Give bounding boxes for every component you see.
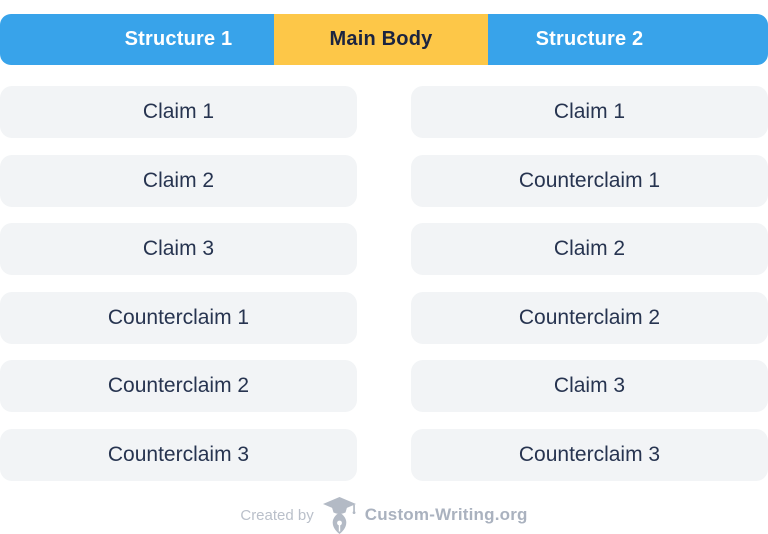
row-label: Claim 3	[142, 237, 215, 260]
structure-2-row-6: Counterclaim 3	[411, 428, 768, 481]
created-by-label: Created by	[240, 506, 314, 524]
row-label: Claim 1	[553, 100, 626, 123]
row-label: Claim 3	[553, 374, 626, 397]
row-label: Counterclaim 3	[107, 442, 250, 466]
row-label: Claim 1	[142, 100, 215, 123]
structure-1-row-4: Counterclaim 1	[0, 291, 357, 344]
structure-2-header-label: Structure 2	[535, 28, 644, 50]
row-label: Counterclaim 3	[518, 442, 661, 466]
structure-1-row-6: Counterclaim 3	[0, 428, 357, 481]
structure-1-row-2: Claim 2	[0, 154, 357, 207]
structure-2-row-3: Claim 2	[411, 223, 768, 275]
structure-2-row-4: Counterclaim 2	[411, 291, 768, 344]
graduation-cap-pen-icon	[322, 496, 356, 534]
row-label: Counterclaim 2	[518, 305, 661, 329]
row-label: Counterclaim 1	[107, 305, 250, 329]
row-label: Claim 2	[553, 237, 626, 260]
brand-label: Custom-Writing.org	[364, 505, 528, 524]
main-body-header-label: Main Body	[329, 28, 433, 50]
header-bar: Structure 1 Main Body Structure 2	[0, 14, 768, 65]
row-label: Counterclaim 2	[107, 374, 250, 397]
structure-1-column: Claim 1 Claim 2 Claim 3 Counterclaim 1 C…	[0, 86, 357, 481]
structure-2-column: Claim 1 Counterclaim 1 Claim 2 Countercl…	[411, 86, 768, 481]
structure-2-row-5: Claim 3	[411, 360, 768, 412]
row-label: Claim 2	[142, 168, 215, 192]
structure-1-row-3: Claim 3	[0, 223, 357, 275]
structure-1-row-1: Claim 1	[0, 86, 357, 138]
row-label: Counterclaim 1	[518, 168, 661, 192]
structure-1-header-label: Structure 1	[124, 28, 233, 50]
structure-2-row-1: Claim 1	[411, 86, 768, 138]
structure-1-row-5: Counterclaim 2	[0, 360, 357, 412]
structure-2-row-2: Counterclaim 1	[411, 154, 768, 207]
main-body-segment	[274, 14, 488, 65]
footer: Created by Custom-Writing.org	[0, 496, 768, 534]
